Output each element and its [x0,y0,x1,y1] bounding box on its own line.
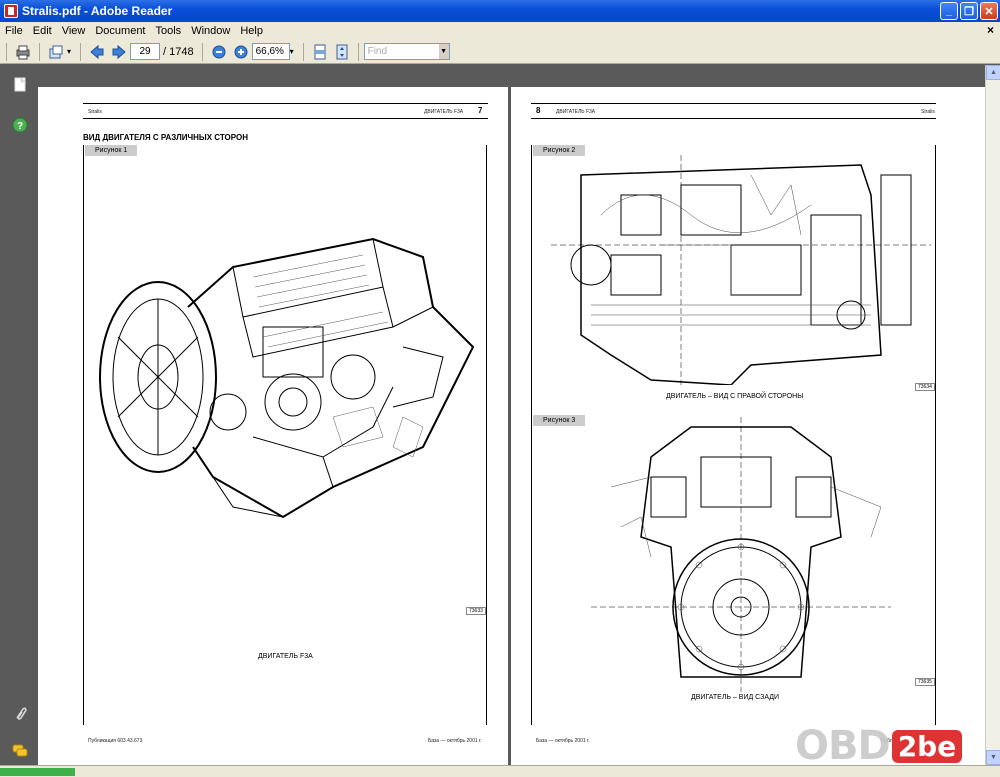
navigation-pane: ? [0,65,38,765]
comments-icon[interactable] [12,743,28,759]
next-page-icon[interactable] [110,43,128,61]
header-rule [83,118,488,119]
previous-page-icon[interactable] [88,43,106,61]
close-button[interactable]: ✕ [980,2,998,20]
toolbar: ▾ 29 / 1748 66,6% ▾ Find ▼ [0,40,1000,64]
figure-2-label: Рисунок 2 [533,145,586,156]
menu-document[interactable]: Document [95,25,146,37]
header-rule [531,118,936,119]
engine-drawing-isometric [99,237,475,519]
header-left: Stralis [88,109,102,115]
engine-drawing-rear [591,417,891,692]
figure-frame-right [935,145,936,725]
menu-file[interactable]: File [5,25,23,37]
toolbar-grip [6,42,7,61]
find-dropdown-icon[interactable]: ▼ [438,44,449,59]
menu-help[interactable]: Help [240,25,263,37]
obd2be-watermark-logo: OBD 2be [795,722,985,770]
page-number: 8 [536,106,541,115]
scroll-up-icon[interactable]: ▲ [986,65,1000,80]
figure-number: 73633 [466,607,486,615]
pages-icon[interactable] [12,77,28,93]
toolbar-separator [201,42,203,61]
print-icon[interactable] [14,43,32,61]
figure-3-caption: ДВИГАТЕЛЬ – ВИД СЗАДИ [691,694,780,701]
toolbar-separator [80,42,81,61]
figure-3-label: Рисунок 3 [533,415,586,426]
figure-2-caption: ДВИГАТЕЛЬ – ВИД С ПРАВОЙ СТОРОНЫ [666,393,804,400]
status-bar [0,765,1000,777]
header-right: Stralis [921,109,935,115]
toolbar-separator [302,42,304,61]
svg-text:?: ? [17,121,23,132]
zoom-dropdown-icon[interactable]: ▾ [289,47,294,56]
title-bar: Stralis.pdf - Adobe Reader _ ❐ ✕ [0,0,1000,22]
menu-bar: File Edit View Document Tools Window Hel… [0,22,1000,40]
footer-left: Публикация 603.43.673 [88,738,143,744]
menu-tools[interactable]: Tools [155,25,182,37]
pdf-page-7: Stralis ДВИГАТЕЛЬ F3A 7 ВИД ДВИГАТЕЛЯ С … [38,87,508,765]
maximize-button[interactable]: ❐ [960,2,978,20]
adobe-reader-icon [4,4,18,18]
page-total-label: / 1748 [163,45,194,58]
figure-frame-left [83,145,84,725]
figure-caption: ДВИГАТЕЛЬ F3A [258,653,313,660]
menu-window[interactable]: Window [191,25,231,37]
toolbar-separator [357,42,359,61]
header-center: ДВИГАТЕЛЬ F3A [424,109,464,115]
zoom-in-icon[interactable] [232,43,250,61]
footer-left: База — октябрь 2001 г. [536,738,590,744]
document-viewport[interactable]: Stralis ДВИГАТЕЛЬ F3A 7 ВИД ДВИГАТЕЛЯ С … [38,65,985,765]
fit-width-icon[interactable] [311,43,329,61]
pdf-page-8: 8 ДВИГАТЕЛЬ F3A Stralis Рисунок 2 [511,87,985,765]
help-icon[interactable]: ? [12,117,28,133]
attachments-icon[interactable] [12,705,28,721]
figure-label: Рисунок 1 [85,145,138,156]
figure-frame-left [531,145,532,725]
header-rule [83,103,488,104]
toolbar-separator [39,42,40,61]
find-placeholder: Find [367,46,388,57]
find-input[interactable]: Find ▼ [363,43,450,60]
section-title: ВИД ДВИГАТЕЛЯ С РАЗЛИЧНЫХ СТОРОН [83,133,248,142]
zoom-level-input[interactable]: 66,6% [251,43,290,60]
header-center: ДВИГАТЕЛЬ F3A [556,109,596,115]
page-number-input[interactable]: 29 [130,43,160,60]
share-dropdown-icon[interactable]: ▾ [67,47,72,56]
header-rule [531,103,936,104]
watermark-text-obd: OBD [795,723,891,769]
scroll-down-icon[interactable]: ▼ [986,750,1000,765]
zoom-out-icon[interactable] [210,43,228,61]
window-title: Stralis.pdf - Adobe Reader [22,4,173,18]
watermark-text-2be: 2be [891,729,963,763]
figure-3-number: 73635 [915,678,935,686]
page-number: 7 [478,106,483,115]
taskbar-start-strip [0,768,75,776]
share-icon[interactable] [47,43,65,61]
figure-2-number: 73634 [915,383,935,391]
footer-right: База — октябрь 2001 г. [428,738,482,744]
document-close-button[interactable]: × [986,23,994,37]
engine-drawing-right-side [551,155,931,385]
fit-page-icon[interactable] [333,43,351,61]
menu-view[interactable]: View [61,25,86,37]
figure-frame-right [486,145,487,725]
vertical-scrollbar[interactable]: ▲ ▼ [985,65,1000,765]
menu-edit[interactable]: Edit [32,25,52,37]
minimize-button[interactable]: _ [940,2,958,20]
